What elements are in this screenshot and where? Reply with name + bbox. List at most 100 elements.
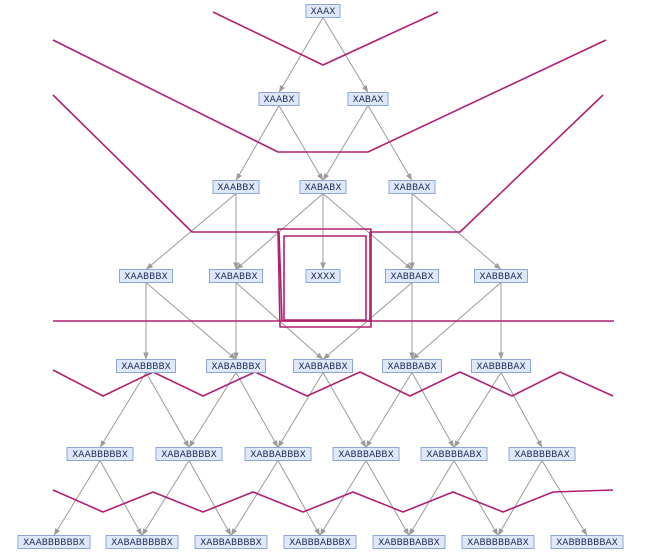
node-box	[244, 447, 312, 461]
edge-XABBABBBX-to-XABBABBBBX	[230, 460, 279, 536]
node-box	[258, 92, 300, 106]
node-box	[372, 535, 446, 549]
edge-XABAX-to-XABBAX	[367, 105, 413, 181]
node-label: XABBBAX	[479, 272, 522, 282]
node-label: XABBBABBX	[338, 450, 394, 460]
node-label: XXXX	[311, 272, 336, 282]
node-XAABBBBBBX: XAABBBBBBX	[17, 535, 91, 549]
node-XABBABBBBX: XABBABBBBX	[194, 535, 268, 549]
node-XXXX: XXXX	[305, 269, 341, 283]
edge-XABABBBBX-to-XABABBBBBX	[141, 460, 190, 536]
cut-line-1	[212, 11, 439, 66]
node-box	[305, 4, 341, 18]
node-XABABBX: XABABBX	[209, 269, 263, 283]
cut-line-2	[52, 39, 607, 153]
edge-XABABBBX-to-XABBABBBX	[235, 372, 279, 448]
node-XAABBBBBX: XAABBBBBX	[66, 447, 134, 461]
node-label: XABBBABBBX	[289, 538, 351, 548]
node-XABABBBBBX: XABABBBBBX	[105, 535, 179, 549]
node-XABABBBBX: XABABBBBX	[155, 447, 223, 461]
node-label: XAABBBBBX	[72, 450, 128, 460]
node-box	[471, 359, 531, 373]
node-XAAX: XAAX	[305, 4, 341, 18]
edge-XABBABBBX-to-XABBBABBBX	[277, 460, 321, 536]
node-XABBBABBX: XABBBABBX	[332, 447, 400, 461]
node-box	[420, 447, 488, 461]
node-XAABX: XAABX	[258, 92, 300, 106]
node-label: XABBABX	[390, 272, 433, 282]
edge-XABBBABX-to-XABBBABBX	[365, 372, 413, 448]
node-XABBBABBBX: XABBBABBBX	[283, 535, 357, 549]
node-box	[385, 269, 439, 283]
node-box	[119, 269, 173, 283]
edge-XABBBABX-to-XABBBBABX	[411, 372, 455, 448]
node-label: XABBBBABBX	[378, 538, 440, 548]
edge-XAABBBBBX-to-XAABBBBBBX	[53, 460, 101, 536]
node-box	[332, 447, 400, 461]
node-XABBAX: XABBAX	[388, 180, 436, 194]
node-box	[382, 359, 442, 373]
node-box	[206, 359, 266, 373]
node-label: XABBABBX	[298, 362, 347, 372]
node-box	[508, 447, 576, 461]
edge-XABBBBABX-to-XABBBBABBX	[408, 460, 455, 536]
node-XABBABBX: XABBABBX	[293, 359, 353, 373]
edge-XABBBBBAX-to-XABBBBBABX	[497, 460, 543, 536]
edge-XABBABBX-to-XABBBABBX	[322, 372, 367, 448]
edge-XABABX-to-XABBABX	[322, 193, 413, 270]
node-box	[212, 180, 260, 194]
node-box	[293, 359, 353, 373]
node-box	[116, 359, 176, 373]
edge-XABBBBABX-to-XABBBBBABX	[453, 460, 499, 536]
edge-XABABBBBX-to-XABBABBBBX	[188, 460, 232, 536]
node-XABABX: XABABX	[299, 180, 347, 194]
node-XAABBBBX: XAABBBBX	[116, 359, 176, 373]
edge-XABBBABBX-to-XABBBABBBX	[319, 460, 367, 536]
cut-line-5	[52, 369, 614, 397]
node-box	[66, 447, 134, 461]
node-label: XAABX	[263, 95, 294, 105]
node-box	[299, 180, 347, 194]
node-label: XABAX	[353, 95, 384, 105]
node-XABBBBABX: XABBBBABX	[420, 447, 488, 461]
node-box	[461, 535, 535, 549]
node-box	[388, 180, 436, 194]
node-label: XAABBBBBBX	[23, 538, 85, 548]
node-XABBBABX: XABBBABX	[382, 359, 442, 373]
node-label: XABBBBBABX	[467, 538, 529, 548]
node-label: XABABBBX	[211, 362, 260, 372]
node-label: XABBBBABX	[426, 450, 482, 460]
node-XABBABBBX: XABBABBBX	[244, 447, 312, 461]
node-label: XABBAX	[394, 183, 431, 193]
node-XABBABX: XABBABX	[385, 269, 439, 283]
node-XAABBBX: XAABBBX	[119, 269, 173, 283]
edge-XABBBBBAX-to-XABBBBBBAX	[541, 460, 588, 536]
node-box	[283, 535, 357, 549]
edge-XAABBBBX-to-XABABBBBX	[145, 372, 190, 448]
edge-XAABX-to-XABABX	[278, 105, 324, 181]
node-label: XABABBBBX	[161, 450, 217, 460]
node-label: XAABBBBX	[121, 362, 171, 372]
edge-XABBBABBX-to-XABBBBABBX	[365, 460, 410, 536]
cut-lines-layer	[52, 11, 614, 513]
node-label: XABBBABX	[387, 362, 436, 372]
node-XABABBBX: XABABBBX	[206, 359, 266, 373]
edge-XABBBBAX-to-XABBBBABX	[453, 372, 502, 448]
cut-line-3	[52, 94, 604, 322]
node-box	[305, 269, 341, 283]
node-label: XABBBBAX	[476, 362, 525, 372]
node-box	[17, 535, 91, 549]
node-label: XAAX	[311, 7, 336, 17]
node-box	[105, 535, 179, 549]
node-label: XABABBX	[214, 272, 257, 282]
node-box	[194, 535, 268, 549]
node-label: XAABBX	[217, 183, 254, 193]
edge-XAABBBBX-to-XAABBBBBX	[99, 372, 147, 448]
node-XABBBBABBX: XABBBBABBX	[372, 535, 446, 549]
node-box	[209, 269, 263, 283]
node-label: XABBABBBX	[250, 450, 306, 460]
node-XABBBBBAX: XABBBBBAX	[508, 447, 576, 461]
cut-line-6	[52, 489, 614, 513]
node-XABBBBBBAX: XABBBBBBAX	[550, 535, 624, 549]
